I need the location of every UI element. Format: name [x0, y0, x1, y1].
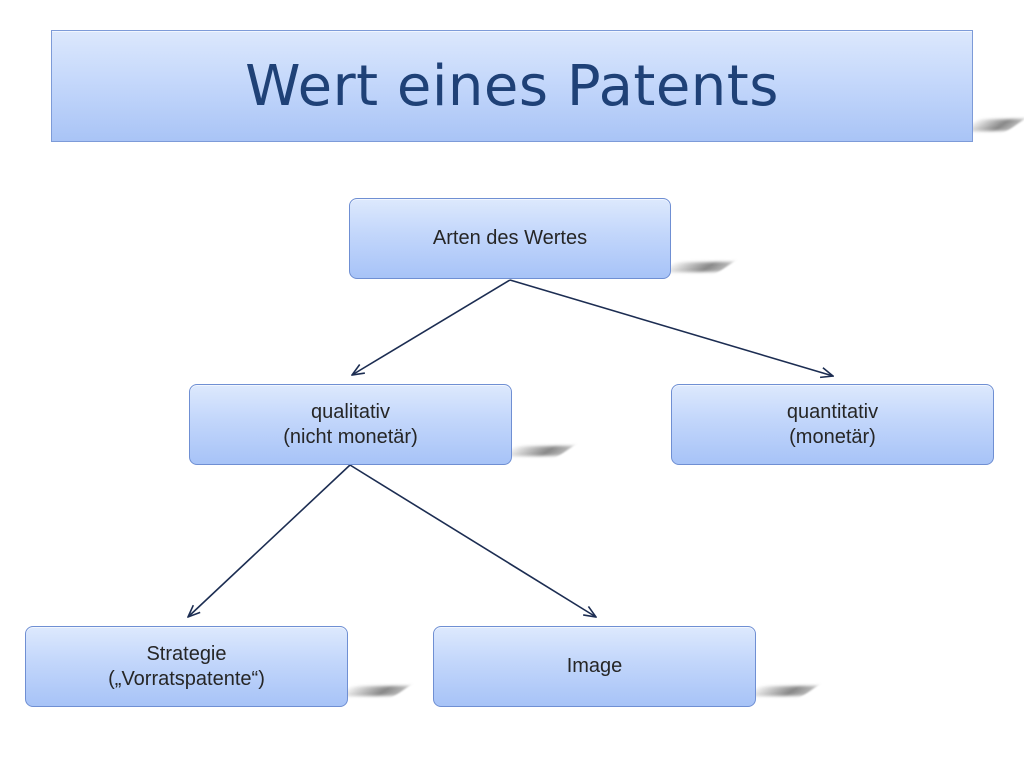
node-label: quantitativ (monetär) [787, 400, 878, 450]
node-arten-des-wertes: Arten des Wertes [349, 198, 671, 279]
node-label: qualitativ (nicht monetär) [283, 400, 418, 450]
node-qualitativ: qualitativ (nicht monetär) [189, 384, 512, 465]
arrow-qualitativ-to-strategie [188, 465, 350, 617]
node-strategie: Strategie („Vorratspatente“) [25, 626, 348, 707]
arrow-root-to-quantitativ [510, 280, 833, 376]
node-quantitativ: quantitativ (monetär) [671, 384, 994, 465]
node-label: Image [567, 654, 623, 679]
node-label: Arten des Wertes [433, 226, 587, 251]
node-label: Strategie („Vorratspatente“) [108, 642, 265, 692]
node-image: Image [433, 626, 756, 707]
arrow-root-to-qualitativ [352, 280, 510, 375]
arrow-qualitativ-to-image [350, 465, 596, 617]
